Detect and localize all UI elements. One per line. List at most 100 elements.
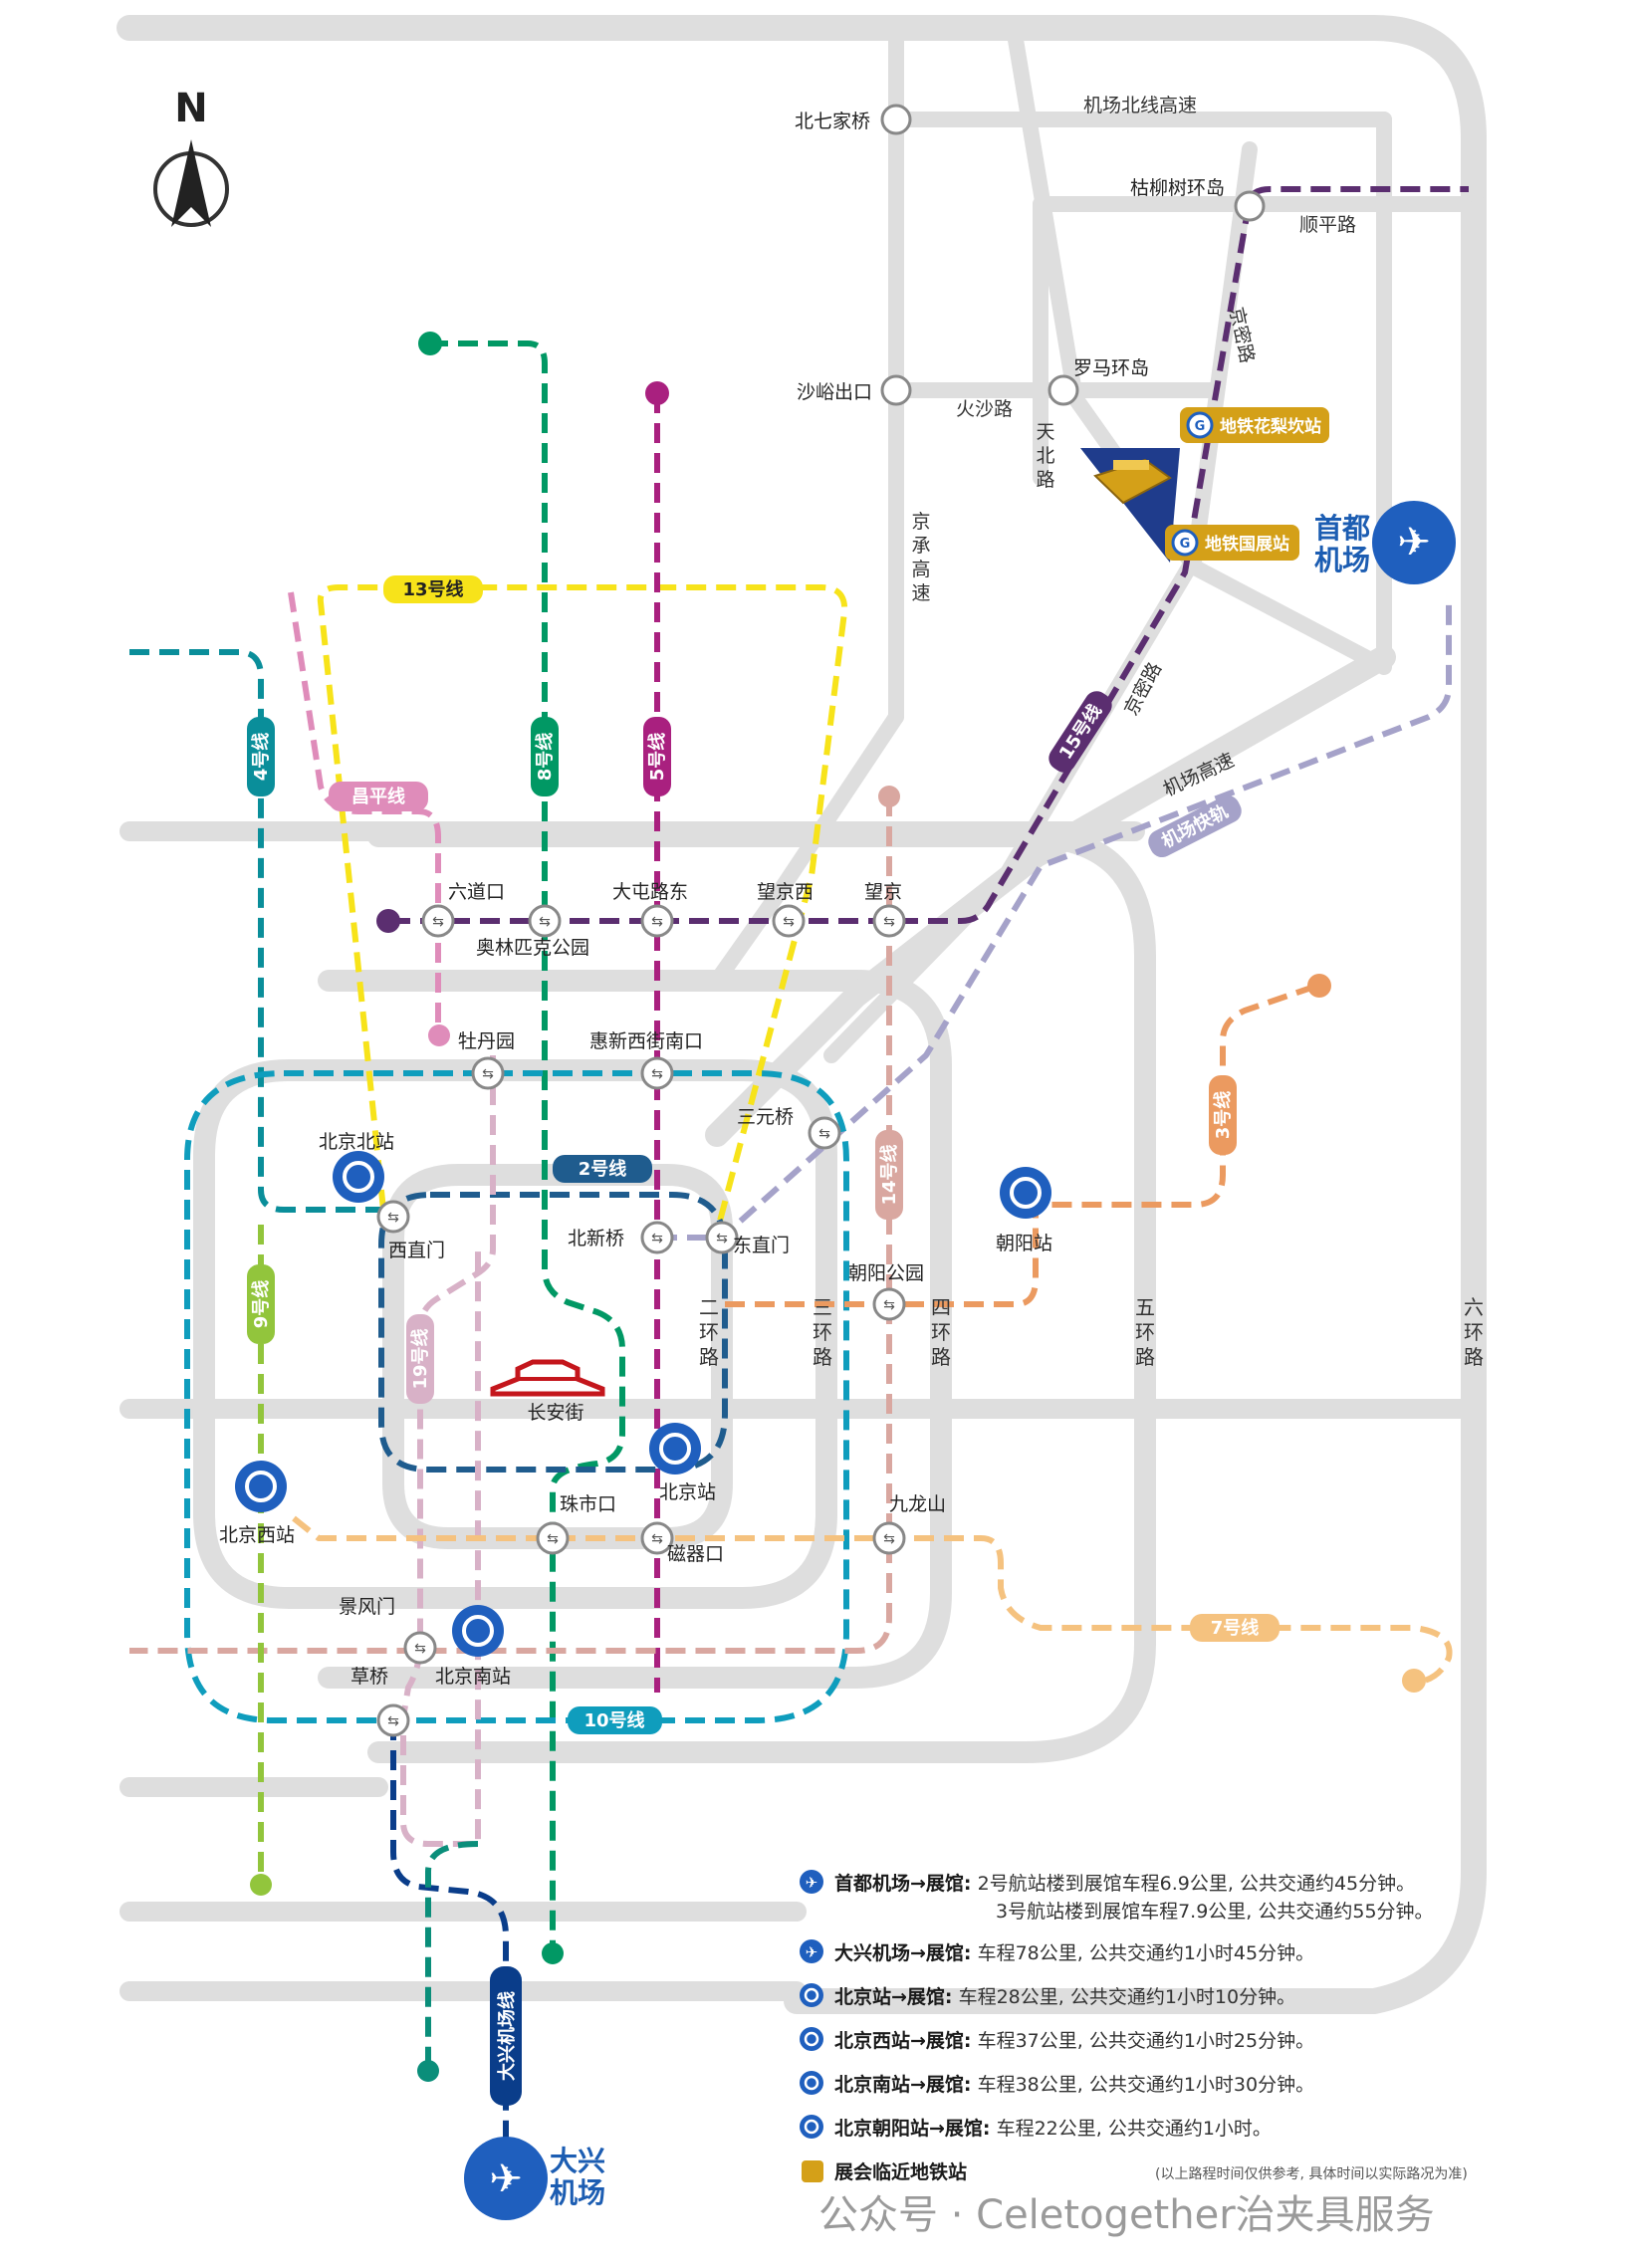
capital-airport-label-2: 机场 bbox=[1314, 544, 1370, 576]
badge-line-3-text: 3号线 bbox=[1212, 1091, 1234, 1140]
svg-text:二: 二 bbox=[699, 1295, 719, 1319]
svg-text:⇆: ⇆ bbox=[716, 1231, 728, 1247]
legend-note: (以上路程时间仅供参考, 具体时间以实际路况为准) bbox=[1155, 2165, 1468, 2182]
terminal-dots bbox=[250, 332, 1426, 2082]
road-tianbei-label: 天 北 路 bbox=[1036, 421, 1054, 491]
changanjie-landmark: 长安街 bbox=[490, 1359, 605, 1424]
label-wangjing: 望京 bbox=[864, 881, 902, 903]
label-ciqikou: 磁器口 bbox=[667, 1543, 724, 1565]
legend-capital-title: 首都机场→展馆: bbox=[834, 1872, 972, 1895]
ring-fifth-label: 五 环 路 bbox=[1135, 1295, 1155, 1369]
svg-text:高: 高 bbox=[911, 559, 930, 580]
line-8-south-path bbox=[425, 1841, 479, 2071]
plane-icon: ✈ bbox=[806, 1874, 818, 1892]
station-labels: 六道口 大屯路东 望京西 望京 奥林匹克公园 牡丹园 惠新西街南口 三元桥 北京… bbox=[219, 881, 1052, 1688]
label-sanyuanqiao: 三元桥 bbox=[737, 1106, 794, 1128]
badge-daxing-express-text: 大兴机场线 bbox=[496, 1991, 518, 2081]
badge-line-9: 9号线 bbox=[247, 1264, 275, 1344]
label-jingfengmen: 景风门 bbox=[339, 1596, 395, 1618]
transfer-datunlu bbox=[640, 904, 674, 938]
svg-text:环: 环 bbox=[813, 1320, 832, 1344]
legend-daxing-title: 大兴机场→展馆: bbox=[834, 1941, 972, 1964]
badge-line-19-text: 19号线 bbox=[409, 1328, 431, 1389]
transfer-liudaokou bbox=[421, 904, 455, 938]
svg-text:路: 路 bbox=[1036, 469, 1054, 491]
line-3-east-end bbox=[1307, 974, 1331, 998]
train-icon bbox=[804, 1987, 819, 2003]
svg-text:速: 速 bbox=[911, 582, 930, 604]
transfer-dongzhimen bbox=[705, 1221, 739, 1254]
svg-text:路: 路 bbox=[1464, 1345, 1484, 1369]
svg-text:大兴机场→展馆: 车程78公里, 公共交通约: 大兴机场→展馆: 车程78公里, 公共交通约1小时45分钟。 bbox=[834, 1941, 1314, 1964]
label-chaoyangzhan: 朝阳站 bbox=[996, 1233, 1052, 1254]
legend-item-daxing: ✈ 大兴机场→展馆: 车程78公里, 公共交通约1小时45分钟。 bbox=[800, 1939, 1314, 1964]
svg-text:北: 北 bbox=[1036, 445, 1054, 467]
svg-text:⇆: ⇆ bbox=[883, 914, 895, 930]
badge-line-2-text: 2号线 bbox=[579, 1158, 627, 1180]
badge-line-7-text: 7号线 bbox=[1211, 1617, 1260, 1639]
transfer-caoqiao bbox=[376, 1703, 410, 1737]
legend-beijingnan-title: 北京南站→展馆: bbox=[834, 2073, 972, 2096]
svg-text:环: 环 bbox=[1464, 1320, 1484, 1344]
transfer-olympic bbox=[528, 904, 562, 938]
badge-hualikan-station: G 地铁花梨坎站 bbox=[1180, 407, 1329, 443]
badge-airport-express: 机场快轨 bbox=[1148, 794, 1242, 858]
legend-capital-text: 2号航站楼到展馆车程6.9公里, 公共交通约45分钟。 bbox=[978, 1873, 1416, 1895]
transfer-chaoyanggongyuan bbox=[872, 1287, 906, 1321]
svg-text:⇆: ⇆ bbox=[547, 1531, 559, 1547]
train-icon bbox=[804, 2031, 819, 2047]
line-8-path bbox=[428, 340, 625, 1951]
svg-text:北京朝阳站→展馆: 车程22公里, 公共交通: 北京朝阳站→展馆: 车程22公里, 公共交通约1小时。 bbox=[834, 2117, 1272, 2140]
exhibition-venue bbox=[1080, 448, 1180, 563]
line-daxing-path bbox=[390, 1720, 509, 2175]
railway-beijingzhan bbox=[649, 1423, 701, 1474]
train-icon bbox=[245, 1471, 277, 1502]
venue-roof bbox=[1113, 460, 1149, 470]
railway-stations bbox=[235, 1151, 1051, 1657]
road-airport-expressway bbox=[705, 645, 1396, 1147]
badge-line-4: 4号线 bbox=[247, 717, 275, 796]
svg-text:四: 四 bbox=[931, 1295, 951, 1319]
line-7-path bbox=[292, 1515, 1453, 1686]
compass: N bbox=[153, 86, 229, 227]
transfer-wangjing bbox=[872, 904, 906, 938]
transfer-jiulongshan bbox=[872, 1521, 906, 1555]
line-changping-end bbox=[428, 1024, 450, 1046]
label-wangjingxi: 望京西 bbox=[757, 881, 814, 903]
badge-line-4-text: 4号线 bbox=[250, 733, 272, 782]
svg-text:首都机场→展馆: 2号航站楼到展馆车程6.9: 首都机场→展馆: 2号航站楼到展馆车程6.9公里, 公共交通约45分钟。 bbox=[834, 1872, 1415, 1895]
legend-item-metro: 展会临近地铁站 bbox=[802, 2160, 967, 2183]
capital-airport-icon bbox=[1372, 501, 1456, 584]
svg-text:⇆: ⇆ bbox=[883, 1297, 895, 1313]
watermark: 公众号 · Celetogether治夹具服务 bbox=[818, 2192, 1435, 2238]
svg-text:⇆: ⇆ bbox=[651, 1066, 663, 1082]
compass-label: N bbox=[174, 86, 207, 131]
railway-beijingnan bbox=[452, 1605, 504, 1657]
road-shunping-label: 顺平路 bbox=[1299, 214, 1356, 236]
legend-item-chaoyang: 北京朝阳站→展馆: 车程22公里, 公共交通约1小时。 bbox=[800, 2115, 1272, 2140]
metro-icon-guozhan: G bbox=[1180, 537, 1191, 552]
svg-text:北京南站→展馆: 车程38公里, 公共交通约: 北京南站→展馆: 车程38公里, 公共交通约1小时30分钟。 bbox=[834, 2073, 1314, 2096]
ring-sixth-label: 六 环 路 bbox=[1464, 1295, 1484, 1369]
legend-beijingxi-text: 车程37公里, 公共交通约1小时25分钟。 bbox=[978, 2030, 1315, 2052]
node-shayu bbox=[880, 374, 912, 406]
label-hualikan: 地铁花梨坎站 bbox=[1220, 416, 1321, 437]
svg-text:⇆: ⇆ bbox=[783, 914, 795, 930]
badge-line-14-text: 14号线 bbox=[878, 1144, 900, 1205]
badge-line-8: 8号线 bbox=[531, 717, 559, 796]
daxing-airport-label-2: 机场 bbox=[550, 2176, 605, 2209]
svg-text:环: 环 bbox=[1135, 1320, 1155, 1344]
ring-third-label: 三 环 路 bbox=[813, 1295, 832, 1369]
svg-text:京: 京 bbox=[911, 511, 930, 533]
node-bei7jiaqiao bbox=[880, 104, 912, 135]
metro-lines bbox=[129, 186, 1469, 2175]
transfer-sanyuanqiao bbox=[808, 1116, 841, 1150]
legend-daxing-text: 车程78公里, 公共交通约1小时45分钟。 bbox=[978, 1942, 1315, 1964]
train-icon bbox=[804, 2119, 819, 2135]
svg-text:⇆: ⇆ bbox=[482, 1066, 494, 1082]
badge-line-3: 3号线 bbox=[1209, 1075, 1237, 1155]
svg-text:⇆: ⇆ bbox=[387, 1210, 399, 1226]
line-15-path bbox=[390, 186, 1469, 924]
railway-beijingxi bbox=[235, 1461, 287, 1512]
svg-text:环: 环 bbox=[931, 1320, 951, 1344]
